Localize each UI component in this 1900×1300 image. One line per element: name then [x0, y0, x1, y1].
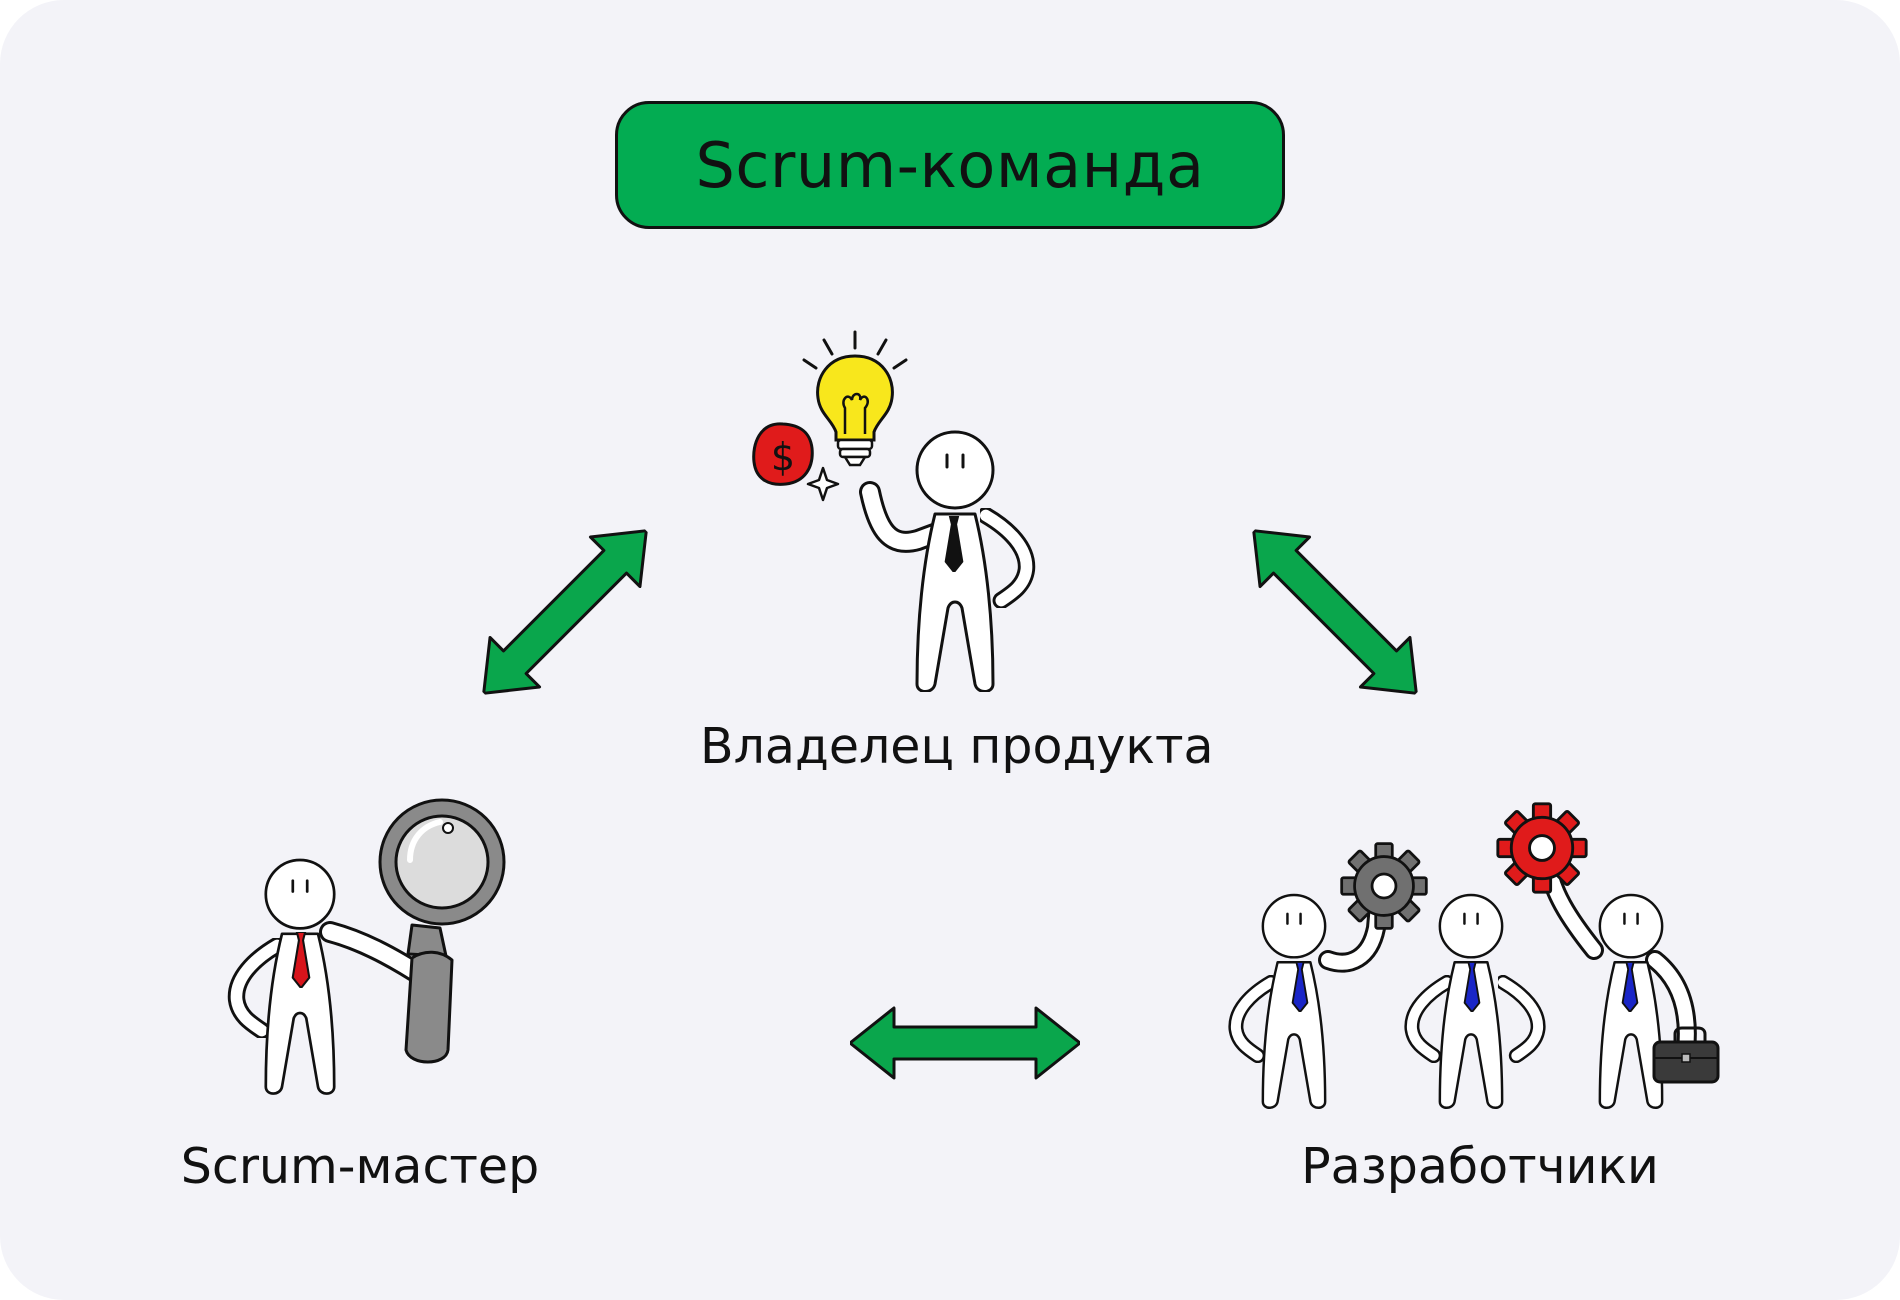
- lightbulb-icon: [802, 330, 908, 467]
- developer-figure-2: [1412, 893, 1538, 1110]
- gear-icon-gray: [1340, 842, 1428, 930]
- magnifier-icon: [378, 798, 506, 1064]
- role-label-developers: Разработчики: [1301, 1138, 1659, 1195]
- product-owner-figure: [859, 430, 1027, 692]
- dollar-symbol: $: [771, 435, 795, 479]
- gear-icon-red: [1496, 802, 1588, 894]
- dollar-coin-icon: $: [752, 422, 814, 486]
- role-label-scrum-master: Scrum-мастер: [180, 1138, 540, 1195]
- arrow-po-sm: [457, 504, 673, 720]
- arrow-po-dev: [1227, 504, 1443, 720]
- developer-figure-1: [1236, 893, 1388, 1110]
- arrow-sm-dev: [850, 1006, 1080, 1080]
- sparkle-icon: [806, 466, 840, 502]
- briefcase-icon: [1652, 1026, 1720, 1084]
- title-badge: Scrum-команда: [615, 101, 1285, 229]
- diagram-title: Scrum-команда: [695, 128, 1205, 202]
- role-label-product-owner: Владелец продукта: [700, 718, 1214, 775]
